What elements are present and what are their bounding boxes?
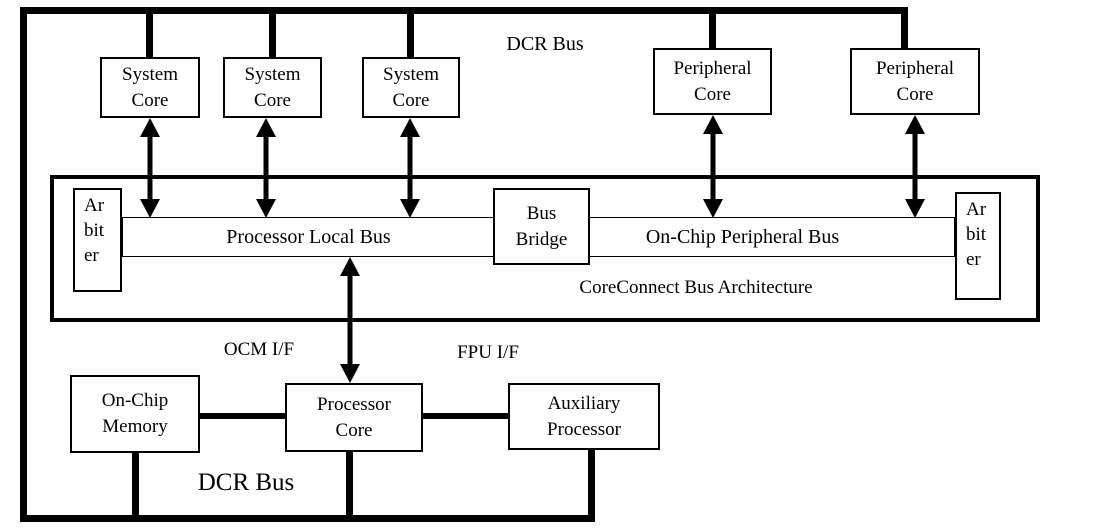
arrowhead-down-icon (340, 364, 360, 383)
arbiter-right-box: Ar bit er (955, 192, 1001, 300)
drop-line-peripheral-core-2 (901, 14, 908, 49)
arrow-shaft (912, 122, 918, 211)
arrow-shaft (407, 125, 413, 211)
drop-line-system-core-2 (269, 14, 276, 57)
system-core-2-bus-arrow-icon (254, 118, 278, 218)
processor-core-box: Processor Core (285, 383, 423, 452)
bus-bridge-box: Bus Bridge (493, 188, 590, 265)
drop-line-processor-core (346, 452, 353, 522)
auxiliary-processor-box: Auxiliary Processor (508, 383, 660, 450)
arbiter-left-box: Ar bit er (73, 188, 122, 292)
arrowhead-down-icon (256, 199, 276, 218)
system-core-3-box: System Core (362, 57, 460, 118)
fpu-if-connector-line (423, 413, 508, 419)
peripheral-core-2-box: Peripheral Core (850, 48, 980, 115)
arrow-shaft (347, 264, 353, 376)
dcr-bus-bottom-line (20, 515, 595, 522)
fpu-interface-label: FPU I/F (457, 342, 519, 363)
on-chip-peripheral-bus-band: On-Chip Peripheral Bus (586, 217, 955, 257)
processor-core-plb-arrow-icon (338, 257, 362, 383)
system-core-2-box: System Core (223, 57, 322, 118)
dcr-bus-left-line (20, 7, 27, 522)
dcr-bus-top-line (20, 7, 908, 14)
coreconnect-caption: CoreConnect Bus Architecture (579, 277, 813, 298)
drop-line-on-chip-memory (132, 453, 139, 522)
arrowhead-down-icon (140, 199, 160, 218)
peripheral-core-1-bus-arrow-icon (701, 115, 725, 218)
arrowhead-down-icon (400, 199, 420, 218)
dcr-bus-top-label: DCR Bus (506, 33, 584, 55)
on-chip-memory-box: On-Chip Memory (70, 375, 200, 453)
arrow-shaft (263, 125, 269, 211)
drop-line-system-core-3 (407, 14, 414, 57)
ocm-interface-label: OCM I/F (223, 339, 295, 360)
drop-line-system-core-1 (146, 14, 153, 57)
arrowhead-down-icon (703, 199, 723, 218)
system-core-3-bus-arrow-icon (398, 118, 422, 218)
system-core-1-bus-arrow-icon (138, 118, 162, 218)
arrow-shaft (147, 125, 153, 211)
peripheral-core-2-bus-arrow-icon (903, 115, 927, 218)
drop-line-peripheral-core-1 (709, 14, 716, 49)
ocm-if-connector-line (200, 413, 285, 419)
system-core-1-box: System Core (100, 57, 200, 118)
processor-local-bus-band: Processor Local Bus (122, 217, 495, 257)
on-chip-peripheral-bus-label: On-Chip Peripheral Bus (645, 225, 840, 248)
processor-local-bus-label: Processor Local Bus (226, 225, 391, 248)
arrowhead-down-icon (905, 199, 925, 218)
drop-line-auxiliary-processor (588, 450, 595, 522)
arrow-shaft (710, 122, 716, 211)
coreconnect-outer-rect (50, 175, 1040, 322)
dcr-bus-bottom-label: DCR Bus (197, 469, 295, 496)
peripheral-core-1-box: Peripheral Core (653, 48, 772, 115)
